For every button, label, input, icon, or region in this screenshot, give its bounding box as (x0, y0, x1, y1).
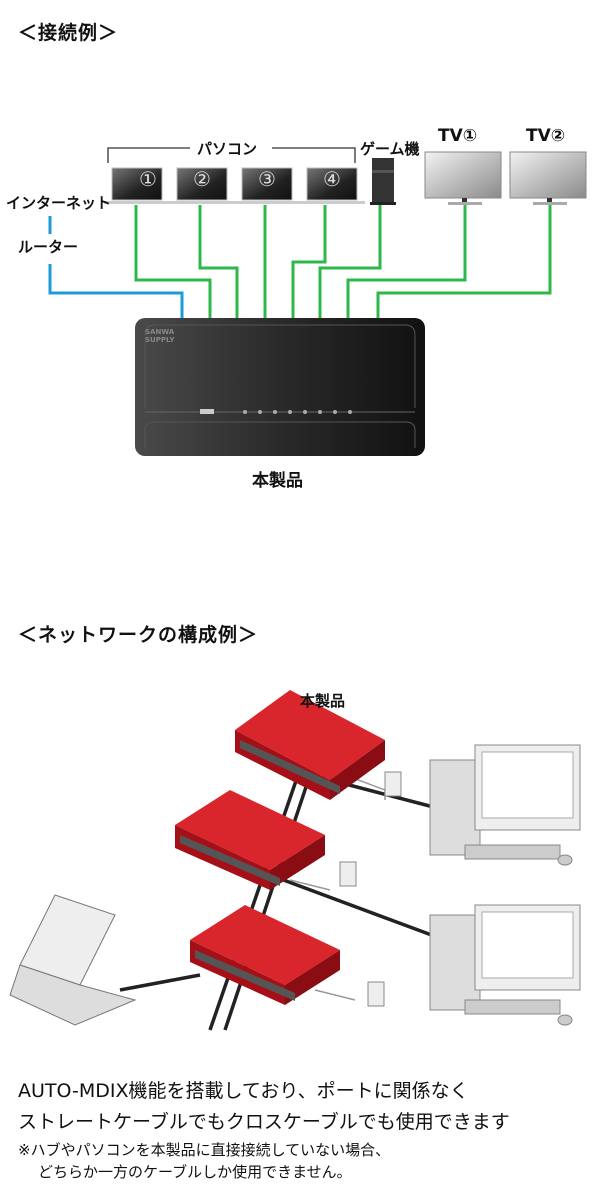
laptop-4-label: ④ (323, 167, 341, 191)
connection-diagram (48, 147, 587, 456)
desktop-pc-1-icon (429, 744, 581, 866)
tv-2-label: TV② (526, 126, 566, 146)
switching-hub-image (135, 318, 425, 456)
laptop-2-icon (169, 167, 235, 204)
network-diagram (9, 690, 581, 1031)
internet-label: インターネット (6, 194, 112, 212)
laptop-3-icon (234, 167, 300, 204)
cable-tv1 (346, 205, 467, 318)
cable-pc2 (198, 205, 239, 318)
laptop-2-label: ② (193, 167, 211, 191)
cable-tv2 (376, 205, 552, 318)
desktop-pc-2-icon (429, 904, 581, 1026)
red-hub-bottom (190, 905, 340, 1005)
red-hub-top (235, 690, 385, 800)
brand-logo: SANWA SUPPLY (145, 328, 175, 344)
product-label: 本製品 (252, 471, 303, 491)
product-label-2: 本製品 (300, 692, 346, 710)
router-label: ルーター (18, 238, 79, 256)
feature-line-1: AUTO-MDIX機能を搭載しており、ポートに関係なく (18, 1080, 469, 1102)
tv-1-label: TV① (438, 126, 478, 146)
tv-1-icon (424, 151, 502, 205)
laptop-1-label: ① (139, 167, 157, 191)
laptop-4-icon (299, 167, 365, 204)
laptop-icon (9, 894, 137, 1026)
laptop-1-icon (104, 167, 170, 204)
cable-game (318, 205, 382, 318)
tv-2-icon (509, 151, 587, 205)
cable-pc1 (134, 205, 212, 318)
lan-cables (134, 205, 552, 318)
game-console-icon (370, 158, 396, 205)
power-adapter-icons (339, 771, 402, 1007)
wan-cable (48, 216, 184, 318)
pc-group-bracket (107, 147, 356, 163)
connection-example-title: ＜接続例＞ (18, 22, 119, 44)
laptop-3-label: ③ (258, 167, 276, 191)
cable-pc4 (291, 205, 327, 318)
red-hub-middle (175, 790, 325, 890)
note-line-1: ※ハブやパソコンを本製品に直接接続していない場合、 (18, 1141, 391, 1159)
network-example-title: ＜ネットワークの構成例＞ (18, 624, 259, 646)
pc-group-label: パソコン (197, 140, 258, 158)
note-line-2: どちらか一方のケーブルしか使用できません。 (38, 1163, 352, 1181)
game-console-label: ゲーム機 (360, 140, 420, 158)
feature-line-2: ストレートケーブルでもクロスケーブルでも使用できます (18, 1111, 510, 1133)
